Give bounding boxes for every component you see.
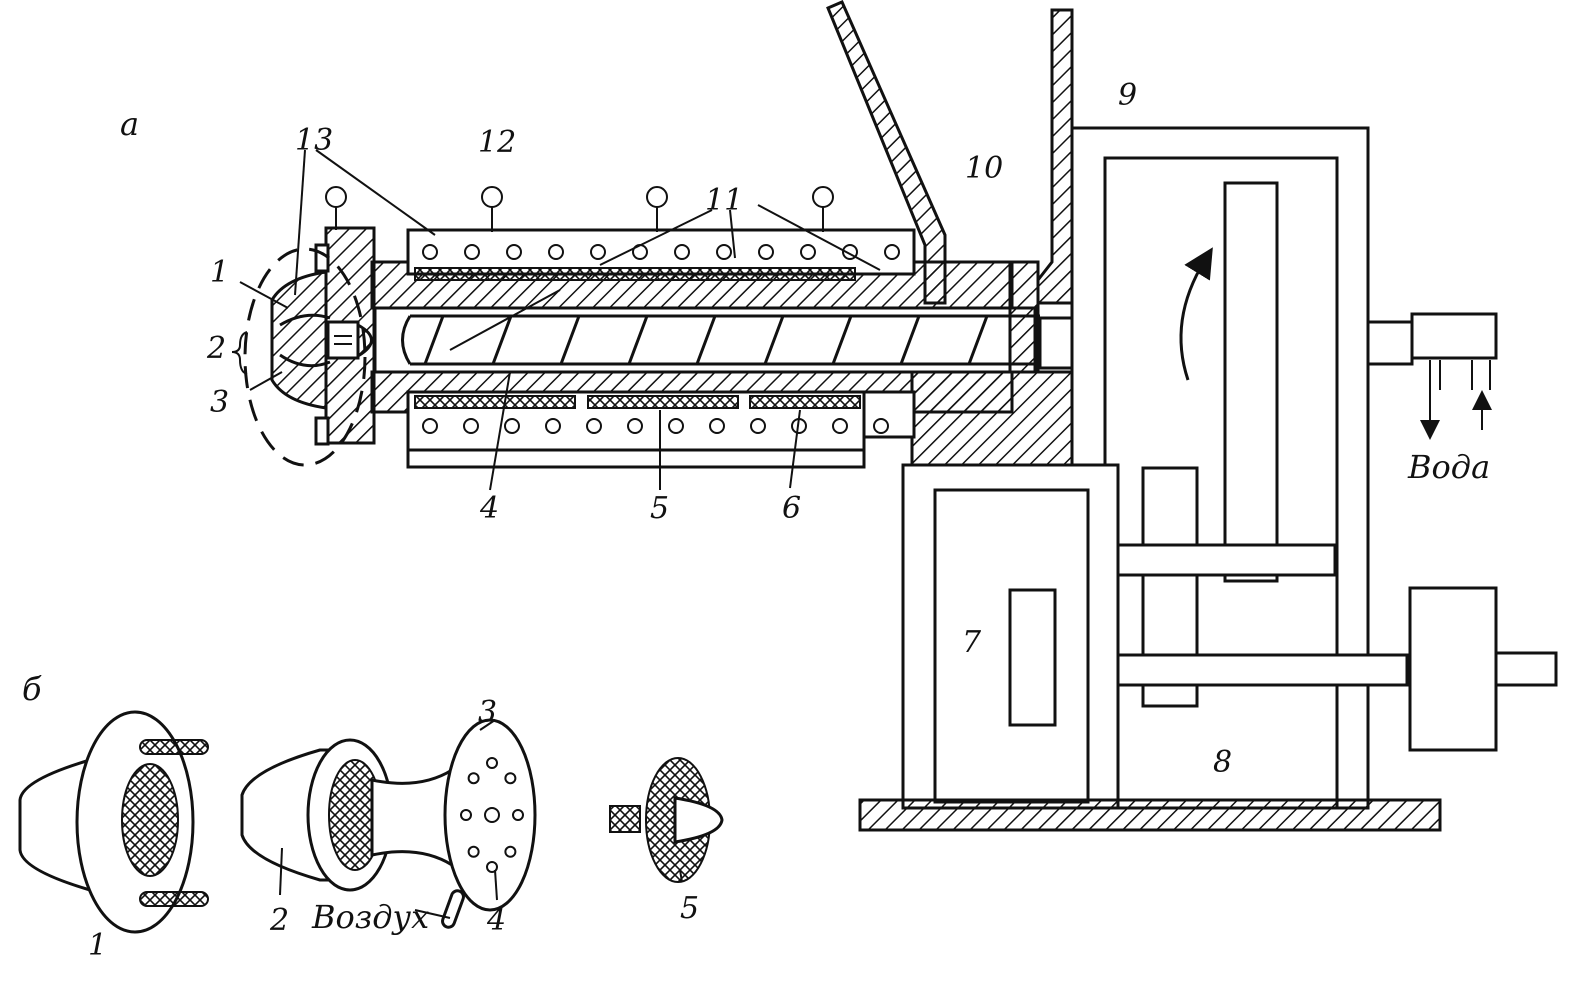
part-b-components [18, 710, 724, 934]
thermocouples [325, 186, 834, 232]
breaker-hole [504, 845, 517, 858]
callout-b2: 2 [269, 903, 289, 938]
heater-coil [627, 418, 643, 434]
screw-flight [695, 315, 717, 365]
heater-coil [800, 244, 816, 260]
screw-flight [763, 315, 785, 365]
air-label: Воздух [311, 898, 429, 936]
heater-coil [750, 418, 766, 434]
heater-coil [422, 418, 438, 434]
screw-flight [559, 315, 581, 365]
screw-flight [423, 315, 445, 365]
heater-coil [590, 244, 606, 260]
gearbox [1070, 126, 1558, 810]
heater-coil [545, 418, 561, 434]
screw-flight [627, 315, 649, 365]
breaker-hole [504, 772, 517, 785]
breaker-hole [486, 757, 498, 769]
screw-flight [899, 315, 921, 365]
labels-b: б 1 2 3 4 5 Воздух [22, 670, 699, 963]
heater-bands [406, 228, 916, 469]
callout-13: 13 [295, 123, 333, 158]
heater-coil [758, 244, 774, 260]
breaker-hole [467, 845, 480, 858]
screw-flight [831, 315, 853, 365]
callout-b5: 5 [680, 891, 699, 926]
leader-lines [239, 149, 881, 491]
part-b-label: б [22, 670, 42, 708]
heater-coil [548, 244, 564, 260]
callout-b4: 4 [486, 903, 506, 938]
breaker-hole [460, 809, 472, 821]
labels-a: а 13 12 11 10 9 1 2 3 4 5 6 7 8 Вода [120, 78, 1490, 780]
heater-coil [464, 244, 480, 260]
callout-4: 4 [479, 491, 499, 526]
heater-coil [884, 244, 900, 260]
screw-flight [491, 315, 513, 365]
callout-1: 1 [210, 255, 229, 290]
heater-coil [709, 418, 725, 434]
breaker-hole [467, 772, 480, 785]
callout-2: 2 [206, 331, 226, 366]
callout-6: 6 [782, 491, 801, 526]
heater-coil [504, 418, 520, 434]
screw-flight [967, 315, 989, 365]
callout-b1: 1 [88, 928, 107, 963]
callout-8: 8 [1213, 745, 1232, 780]
heater-coil [716, 244, 732, 260]
breaker-hole [486, 861, 498, 873]
heater-coil [873, 418, 889, 434]
callout-10: 10 [965, 151, 1003, 186]
breaker-hole [512, 809, 524, 821]
heater-coil [668, 418, 684, 434]
motor-stand [858, 463, 1442, 832]
callout-b3: 3 [478, 695, 497, 730]
heater-coil [506, 244, 522, 260]
screw [401, 314, 1040, 366]
breaker-hole [484, 807, 500, 823]
heater-coil [586, 418, 602, 434]
callout-9: 9 [1118, 78, 1137, 113]
callout-3: 3 [210, 385, 229, 420]
heater-coil [842, 244, 858, 260]
callout-7: 7 [962, 625, 982, 660]
heater-coil [832, 418, 848, 434]
heater-coil [463, 418, 479, 434]
water-label: Вода [1407, 448, 1490, 486]
heater-coil [674, 244, 690, 260]
part-a-label: а [120, 105, 139, 143]
callout-11: 11 [705, 183, 743, 218]
heater-coil [422, 244, 438, 260]
die-head [243, 226, 376, 467]
callout-12: 12 [478, 125, 516, 160]
callout-5: 5 [650, 491, 669, 526]
